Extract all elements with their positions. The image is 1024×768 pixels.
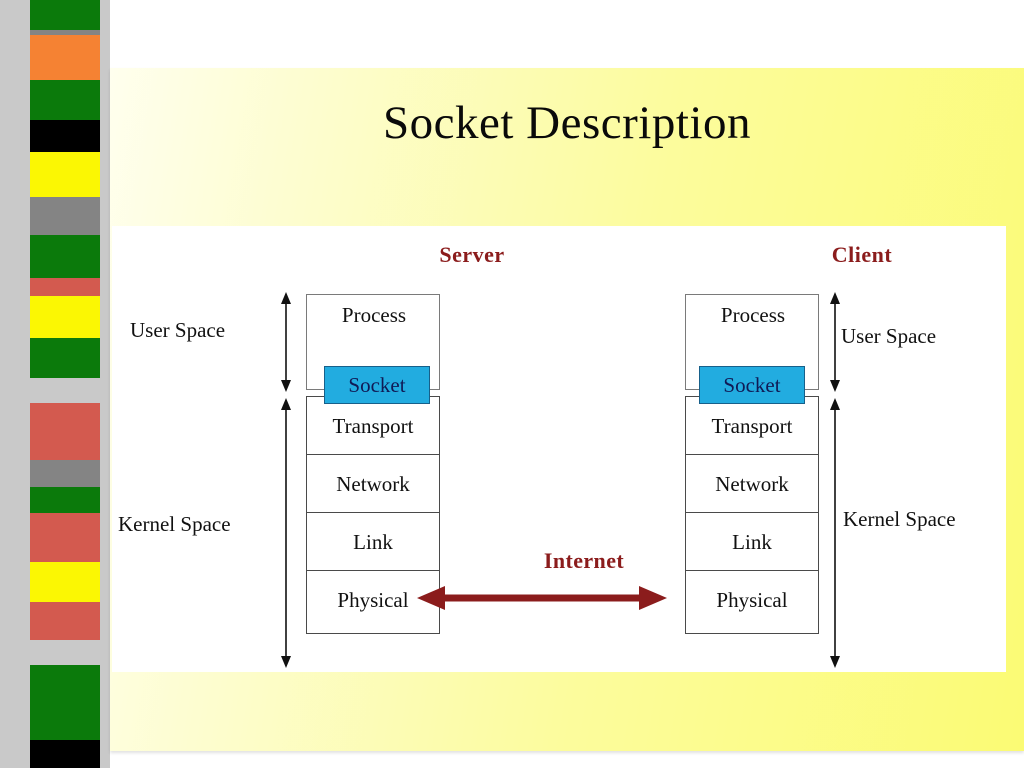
layer-link-client: Link [686, 513, 818, 571]
layer-transport-client: Transport [686, 397, 818, 455]
kernel-space-box-client: Transport Network Link Physical [685, 396, 819, 634]
film-strip-block [30, 338, 100, 383]
film-strip-block [30, 80, 100, 125]
diagram-panel: Server Client Process Transport Network … [112, 226, 1006, 672]
socket-box-client: Socket [699, 366, 805, 404]
process-label-client: Process [720, 303, 786, 327]
film-strip-block [30, 235, 100, 280]
layer-physical-client: Physical [716, 588, 788, 612]
layer-transport-server: Transport [307, 397, 439, 455]
film-strip-block [30, 378, 100, 403]
film-strip-block [30, 403, 100, 463]
user-space-span-arrow-client [828, 292, 842, 392]
film-strip-band [30, 0, 100, 768]
film-strip-block [30, 602, 100, 642]
layer-link-server: Link [307, 513, 439, 571]
film-strip-block [30, 513, 100, 568]
layer-network-server: Network [307, 455, 439, 513]
column-heading-server: Server [439, 242, 505, 267]
internet-double-arrow [417, 584, 667, 612]
socket-box-server: Socket [324, 366, 430, 404]
film-strip-right-edge [100, 0, 110, 768]
internet-label: Internet [543, 548, 625, 573]
film-strip-block [30, 120, 100, 155]
process-label-server: Process [341, 303, 407, 327]
film-strip-block [30, 197, 100, 237]
decorative-film-strip [0, 0, 110, 768]
film-strip-block [30, 740, 100, 768]
kernel-space-label-server: Kernel Space [118, 512, 231, 536]
film-strip-block [30, 152, 100, 197]
column-heading-client: Client [831, 242, 893, 267]
film-strip-block [30, 665, 100, 745]
kernel-space-label-client: Kernel Space [843, 507, 956, 531]
film-strip-block [30, 0, 100, 30]
layer-physical-server: Physical [337, 588, 409, 612]
kernel-space-span-arrow-server [279, 398, 293, 668]
kernel-space-span-arrow-client [828, 398, 842, 668]
film-strip-block [30, 35, 100, 80]
film-strip-block [30, 296, 100, 338]
layer-network-client: Network [686, 455, 818, 513]
user-space-span-arrow-server [279, 292, 293, 392]
film-strip-block [30, 562, 100, 604]
kernel-space-box-server: Transport Network Link Physical [306, 396, 440, 634]
film-strip-block [30, 460, 100, 490]
page-title: Socket Description [383, 97, 751, 149]
user-space-label-server: User Space [130, 318, 226, 342]
user-space-label-client: User Space [841, 324, 937, 348]
